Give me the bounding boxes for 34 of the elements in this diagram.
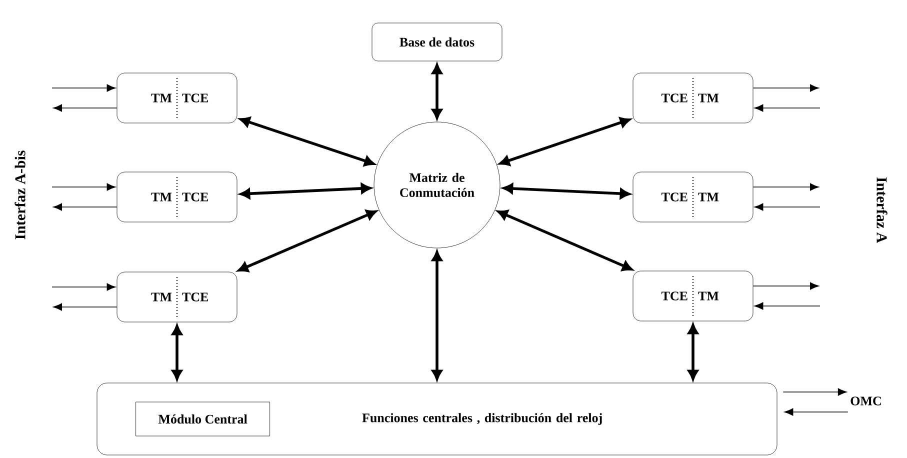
signal-arrow bbox=[754, 104, 820, 112]
signal-arrow bbox=[754, 203, 820, 211]
double-arrow bbox=[238, 210, 376, 272]
module-label-box: Módulo Central bbox=[136, 402, 270, 436]
signal-arrow bbox=[752, 183, 819, 191]
double-arrow bbox=[432, 251, 442, 380]
signal-arrow bbox=[53, 203, 118, 211]
signal-arrow bbox=[52, 84, 116, 92]
signal-arrow bbox=[754, 302, 820, 310]
double-arrow bbox=[432, 64, 442, 119]
module-box: TM TCE bbox=[116, 72, 238, 124]
signal-arrow bbox=[53, 303, 118, 311]
module-box: TCE TM bbox=[632, 172, 754, 222]
module-box: TCE TM bbox=[632, 72, 754, 124]
double-arrow bbox=[688, 324, 698, 380]
database-box: Base de datos bbox=[372, 22, 502, 62]
module-box: TCE TM bbox=[632, 270, 754, 322]
signal-arrow bbox=[52, 283, 116, 291]
module-box: TM TCE bbox=[116, 272, 238, 322]
signal-arrow bbox=[52, 183, 116, 191]
arrow bbox=[784, 408, 848, 416]
signal-arrow bbox=[752, 84, 819, 92]
double-arrow bbox=[240, 116, 374, 166]
signal-arrow bbox=[53, 104, 118, 112]
arrow bbox=[782, 388, 847, 396]
double-arrow bbox=[497, 210, 632, 271]
signal-arrow bbox=[752, 282, 819, 290]
interface-label: Interfaz A bbox=[876, 177, 888, 243]
interface-label: Interfaz A-bis bbox=[14, 150, 26, 240]
module-box: TM TCE bbox=[116, 172, 238, 222]
double-arrow bbox=[172, 325, 182, 380]
endpoint-label: OMC bbox=[850, 396, 881, 406]
double-arrow bbox=[499, 117, 630, 166]
double-arrow bbox=[502, 183, 630, 199]
